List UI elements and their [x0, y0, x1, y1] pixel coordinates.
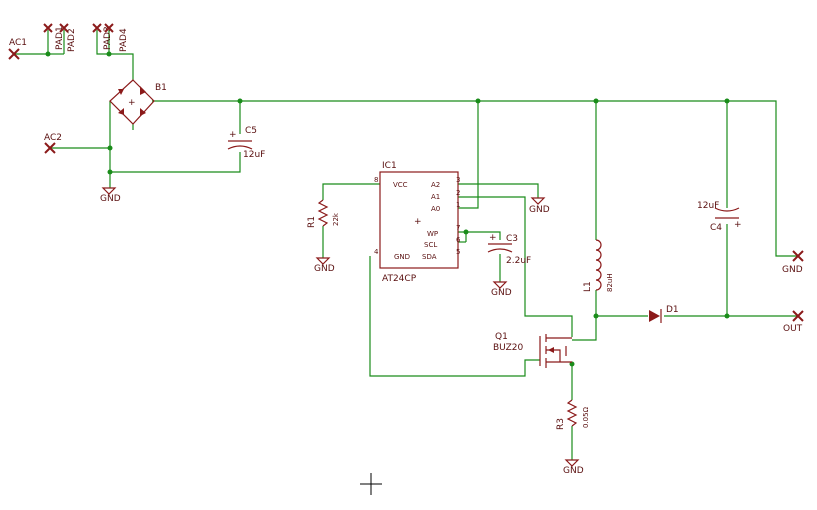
junction-dot — [107, 169, 113, 175]
resistor-r1[interactable]: R1 22k — [307, 199, 340, 228]
junctions — [45, 51, 730, 367]
svg-text:+: + — [734, 220, 742, 230]
svg-text:Q1: Q1 — [495, 332, 508, 342]
svg-text:0.05Ω: 0.05Ω — [582, 406, 590, 428]
svg-text:+: + — [128, 98, 136, 108]
svg-text:2: 2 — [456, 189, 460, 197]
svg-text:PAD4: PAD4 — [119, 28, 129, 52]
gnd-symbol: GND — [314, 257, 335, 274]
junction-dot — [463, 229, 469, 235]
svg-text:D1: D1 — [666, 305, 679, 315]
capacitor-c3[interactable]: + C3 2.2uF — [487, 233, 531, 266]
svg-text:GND: GND — [563, 466, 584, 476]
svg-text:+: + — [489, 233, 497, 243]
diode-d1[interactable]: D1 — [649, 305, 679, 323]
junction-dot — [106, 51, 112, 57]
wires — [14, 30, 798, 460]
svg-text:2.2uF: 2.2uF — [506, 256, 531, 266]
svg-text:82uH: 82uH — [606, 273, 614, 292]
gnd-output-terminal[interactable]: GND — [782, 250, 804, 275]
ac2-terminal[interactable]: AC2 — [44, 133, 62, 154]
svg-text:SDA: SDA — [422, 253, 437, 261]
svg-text:A1: A1 — [431, 193, 440, 201]
svg-text:12uF: 12uF — [697, 201, 719, 211]
svg-text:PAD3: PAD3 — [103, 26, 113, 50]
junction-dot — [593, 98, 599, 104]
svg-text:AC1: AC1 — [9, 38, 27, 48]
svg-text:12uF: 12uF — [243, 150, 265, 160]
svg-text:A0: A0 — [431, 205, 440, 213]
junction-dot — [45, 51, 51, 57]
svg-text:AT24CP: AT24CP — [382, 274, 417, 284]
junction-dot — [107, 145, 113, 151]
svg-text:WP: WP — [427, 230, 438, 238]
capacitor-c5[interactable]: + C5 12uF — [227, 126, 265, 160]
junction-dot — [237, 98, 243, 104]
ic1-at24cp[interactable]: IC1 AT24CP + VCC A2 A1 A0 WP SCL SDA GND… — [374, 161, 461, 284]
junction-dot — [569, 361, 575, 367]
svg-text:GND: GND — [491, 288, 512, 298]
resistor-r3[interactable]: R3 0.05Ω — [556, 399, 590, 430]
svg-text:8: 8 — [374, 176, 378, 184]
svg-text:PAD2: PAD2 — [67, 28, 77, 52]
svg-text:+: + — [414, 217, 422, 227]
svg-text:C4: C4 — [710, 223, 722, 233]
svg-text:5: 5 — [456, 248, 460, 256]
svg-text:A2: A2 — [431, 181, 440, 189]
gnd-symbol: GND — [491, 281, 512, 298]
svg-text:GND: GND — [394, 253, 410, 261]
gnd-symbol: GND — [529, 197, 550, 215]
bridge-rectifier-b1[interactable]: + B1 — [109, 79, 167, 125]
svg-text:4: 4 — [374, 248, 379, 256]
gnd-symbol: GND — [100, 187, 121, 204]
pad4[interactable]: PAD4 — [104, 23, 129, 52]
svg-text:GND: GND — [314, 264, 335, 274]
junction-dot — [475, 98, 481, 104]
ac1-terminal[interactable]: AC1 — [8, 38, 27, 60]
svg-text:R3: R3 — [556, 418, 566, 430]
pad3[interactable]: PAD3 — [92, 23, 113, 50]
svg-text:3: 3 — [456, 176, 460, 184]
junction-dot — [593, 313, 599, 319]
inductor-l1[interactable]: L1 82uH — [583, 239, 614, 292]
svg-text:22k: 22k — [332, 212, 340, 226]
svg-text:1: 1 — [456, 201, 460, 209]
svg-text:C3: C3 — [506, 234, 518, 244]
svg-text:IC1: IC1 — [382, 161, 397, 171]
svg-text:7: 7 — [456, 224, 460, 232]
gnd-symbol: GND — [563, 459, 584, 476]
svg-text:C5: C5 — [245, 126, 257, 136]
svg-text:GND: GND — [100, 194, 121, 204]
junction-dot — [724, 313, 730, 319]
svg-text:GND: GND — [782, 265, 803, 275]
svg-text:VCC: VCC — [393, 181, 408, 189]
mosfet-q1[interactable]: Q1 BUZ20 — [493, 332, 572, 368]
capacitor-c4[interactable]: + 12uF C4 — [697, 201, 742, 233]
svg-text:R1: R1 — [307, 216, 317, 228]
crosshair-cursor-icon — [360, 473, 382, 495]
junction-dot — [724, 98, 730, 104]
out-terminal[interactable]: OUT — [783, 310, 804, 334]
pad2[interactable]: PAD2 — [59, 23, 77, 52]
pad1[interactable]: PAD1 — [43, 23, 65, 50]
svg-text:BUZ20: BUZ20 — [493, 343, 523, 353]
svg-text:6: 6 — [456, 236, 461, 244]
svg-text:GND: GND — [529, 205, 550, 215]
svg-text:SCL: SCL — [424, 241, 437, 249]
svg-text:PAD1: PAD1 — [55, 26, 65, 50]
svg-text:AC2: AC2 — [44, 133, 62, 143]
svg-text:L1: L1 — [583, 281, 593, 292]
svg-text:OUT: OUT — [783, 324, 803, 334]
svg-text:B1: B1 — [155, 83, 167, 93]
svg-text:+: + — [229, 130, 237, 140]
